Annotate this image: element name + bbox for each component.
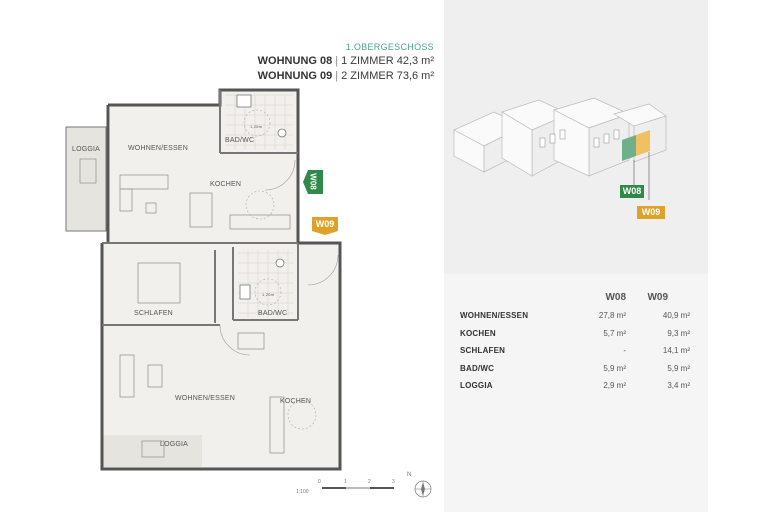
row-w08: 5,9 m²: [603, 363, 626, 373]
scale-tick: 0: [318, 479, 321, 485]
row-label: KOCHEN: [460, 328, 496, 338]
room-loggia-top: LOGGIA: [72, 146, 101, 153]
w08-highlight: [622, 135, 636, 161]
north-label: N: [407, 472, 412, 478]
row-w08: 5,7 m²: [603, 328, 626, 338]
building-tag-w08: W08: [620, 185, 644, 198]
room-schlafen: SCHLAFEN: [134, 310, 173, 317]
scale-tick: 1: [344, 479, 347, 485]
room-wohnen-bottom: WOHNEN/ESSEN: [175, 395, 235, 402]
table-row: KOCHEN 5,7 m² 9,3 m²: [460, 325, 690, 343]
area-table: W08 W09 WOHNEN/ESSEN 27,8 m² 40,9 m² KOC…: [460, 289, 690, 395]
floor-plan: [65, 88, 342, 471]
loggia-bottom-area: [102, 435, 202, 467]
row-w08: 27,8 m²: [598, 311, 626, 320]
room-bad-top: BAD/WC: [225, 137, 255, 144]
room-kochen-bottom: KOCHEN: [280, 398, 312, 405]
row-w08: 2,9 m²: [603, 381, 626, 390]
table-header-row: W08 W09: [460, 289, 690, 307]
row-w08: -: [623, 346, 626, 355]
row-w09: 9,3 m²: [667, 328, 690, 338]
plan-tag-w08: W08: [303, 170, 323, 194]
plan-tag-w08-text: W08: [308, 173, 318, 190]
table-row: WOHNEN/ESSEN 27,8 m² 40,9 m²: [460, 307, 690, 325]
table-row: SCHLAFEN - 14,1 m²: [460, 342, 690, 360]
row-w09: 14,1 m²: [662, 346, 690, 355]
loggia-top-area: [65, 126, 107, 232]
header-w08: W08: [605, 292, 626, 303]
dim-label: 1,20m: [250, 124, 263, 129]
room-wohnen-top: WOHNEN/ESSEN: [128, 145, 188, 152]
building-tag-w09: W09: [637, 206, 665, 219]
table-row: LOGGIA 2,9 m² 3,4 m²: [460, 377, 690, 395]
w09-highlight: [636, 130, 650, 156]
unit-line-w09: WOHNUNG 09|2 ZIMMER 73,6 m²: [257, 70, 434, 82]
table-row: BAD/WC 5,9 m² 5,9 m²: [460, 360, 690, 378]
building-isometric: [453, 97, 667, 200]
row-w09: 40,9 m²: [662, 311, 690, 320]
area-table-panel: [444, 274, 708, 512]
unit-line-w08: WOHNUNG 08|1 ZIMMER 42,3 m²: [257, 55, 434, 67]
room-bad-bottom: BAD/WC: [258, 310, 288, 317]
unit-name: WOHNUNG 08: [257, 55, 333, 67]
scale-tick: 2: [368, 479, 371, 485]
floor-label: 1.OBERGESCHOSS: [345, 42, 434, 52]
row-label: WOHNEN/ESSEN: [460, 311, 529, 320]
row-w09: 3,4 m²: [667, 381, 690, 390]
scale-bar: [322, 487, 394, 489]
row-label: LOGGIA: [460, 381, 493, 390]
dim-label: 1,20m: [262, 292, 275, 297]
scale-ratio: 1:100: [296, 489, 309, 495]
unit-w09-area: [102, 243, 340, 469]
header-w09: W09: [647, 292, 668, 303]
row-label: BAD/WC: [460, 363, 495, 373]
room-loggia-bottom: LOGGIA: [160, 441, 189, 448]
plan-tag-w09: W09: [312, 217, 338, 235]
room-kochen-top: KOCHEN: [210, 181, 242, 188]
unit-desc: 1 ZIMMER 42,3 m²: [341, 55, 434, 67]
row-label: SCHLAFEN: [460, 346, 506, 355]
unit-name: WOHNUNG 09: [257, 70, 333, 82]
scale-tick: 3: [392, 479, 395, 485]
row-w09: 5,9 m²: [667, 363, 690, 373]
unit-desc: 2 ZIMMER 73,6 m²: [341, 70, 434, 82]
north-arrow-icon: [414, 480, 432, 498]
